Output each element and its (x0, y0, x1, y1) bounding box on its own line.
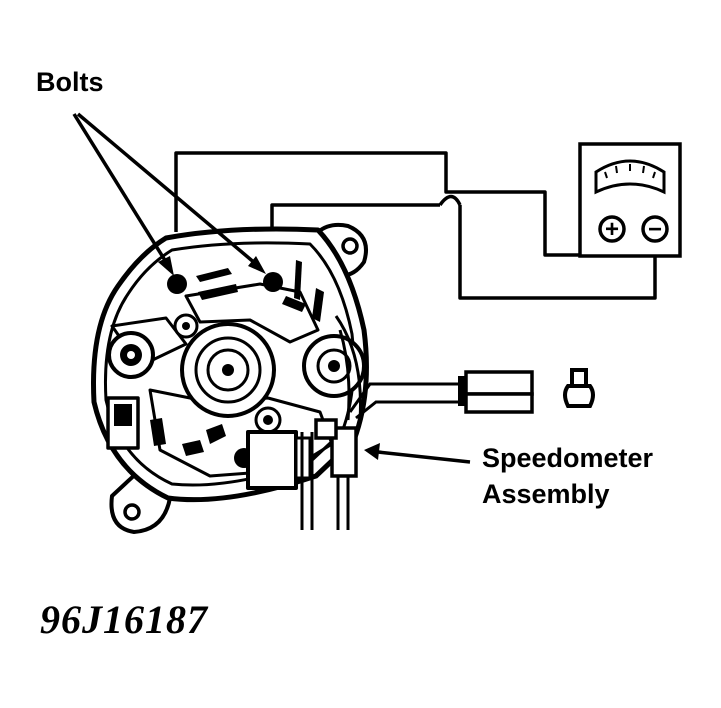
bolts-arrow-left (72, 113, 168, 263)
figure-code: 96J16187 (40, 597, 208, 642)
mounting-bolts (167, 272, 283, 294)
negative-terminal-icon (641, 215, 669, 243)
speedometer-label-line1: Speedometer (482, 443, 654, 473)
test-meter: + − (578, 142, 682, 258)
meter-dial-ticks (604, 164, 656, 179)
mechanism-details (150, 260, 324, 456)
positive-symbol: + (605, 216, 619, 243)
bolt-right-icon (263, 272, 283, 292)
terminal-key-icon (563, 368, 595, 408)
wire-harness (300, 315, 466, 530)
bolts-arrow-right (76, 112, 258, 266)
speed-sensor-fitting (314, 418, 358, 478)
speedometer-label-line2: Assembly (482, 479, 610, 509)
speedometer-assembly-label: Speedometer Assembly (482, 440, 653, 512)
lead-crossover (438, 194, 462, 207)
speedometer-arrow (377, 450, 471, 464)
pulse-generator-box (246, 430, 298, 490)
harness-connector (458, 370, 534, 414)
speedometer-mechanism (106, 260, 366, 490)
callout-arrows (72, 112, 471, 464)
positive-terminal-icon (598, 215, 626, 243)
negative-symbol: − (648, 216, 662, 243)
bolts-label: Bolts (36, 67, 104, 97)
bolt-left-icon (167, 274, 187, 294)
meter-dial (594, 159, 666, 195)
